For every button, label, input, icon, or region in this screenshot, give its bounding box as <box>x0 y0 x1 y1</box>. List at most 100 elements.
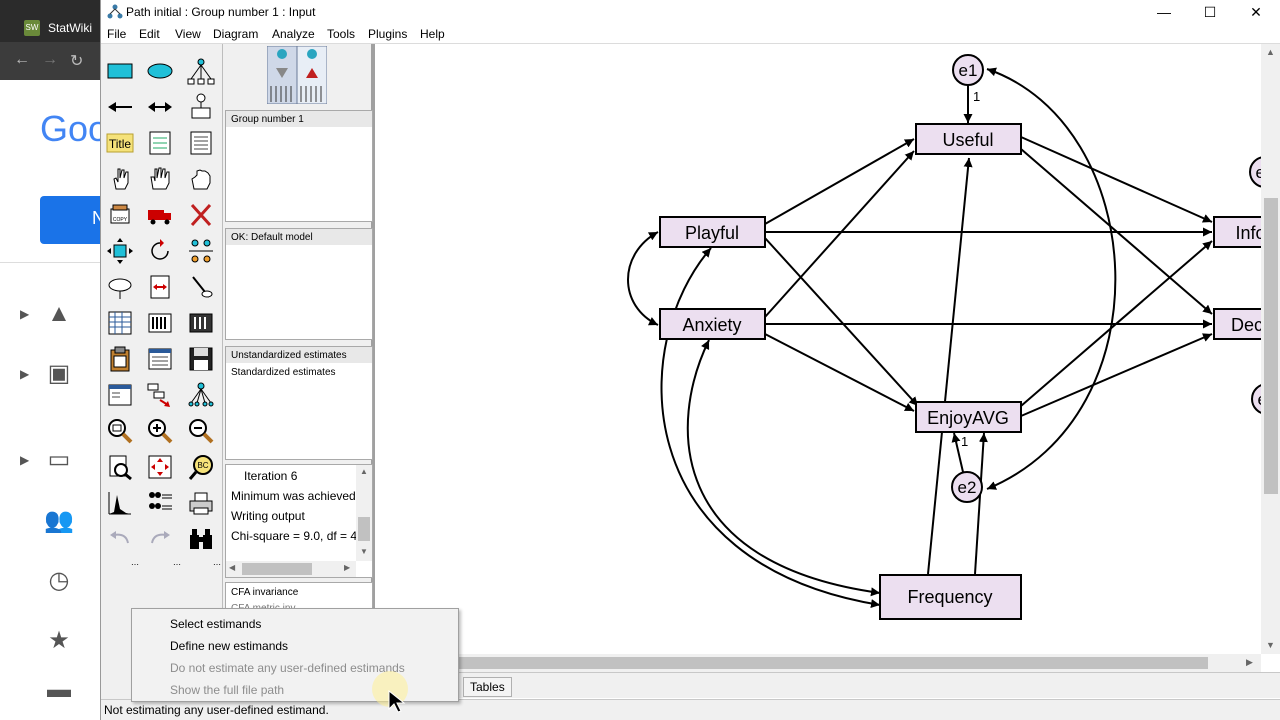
computers-icon[interactable]: ▭ <box>47 446 71 473</box>
shared-drive-icon[interactable]: ▣ <box>47 360 71 387</box>
print-icon[interactable] <box>186 488 216 518</box>
vertical-scroll-thumb[interactable] <box>1264 198 1278 494</box>
zoom-in-icon[interactable] <box>145 416 175 446</box>
scroll-down-icon[interactable]: ▼ <box>1266 640 1275 650</box>
horizontal-scroll-thumb[interactable] <box>458 657 1208 669</box>
menu-plugins[interactable]: Plugins <box>368 27 408 41</box>
save-diagram-icon[interactable] <box>186 344 216 374</box>
text-output-icon[interactable] <box>145 344 175 374</box>
drag-properties-icon[interactable] <box>145 380 175 410</box>
view-page-icon[interactable] <box>105 452 135 482</box>
reflect-indicators-icon[interactable] <box>186 236 216 266</box>
maximize-button[interactable]: ☐ <box>1203 4 1217 20</box>
resize-shape-icon[interactable] <box>105 236 135 266</box>
back-arrow-icon[interactable]: ← <box>14 51 30 68</box>
expand-arrow-icon[interactable]: ▶ <box>20 307 30 321</box>
select-one-hand-icon[interactable] <box>105 164 135 194</box>
menu-item-do-not-estimate[interactable]: Do not estimate any user-defined estiman… <box>170 661 405 675</box>
drive-icon[interactable]: ▲ <box>47 300 71 327</box>
list-variables-icon[interactable] <box>145 128 175 158</box>
unstandardized-estimates-item[interactable]: Unstandardized estimates <box>226 347 372 363</box>
standardized-estimates-item[interactable]: Standardized estimates <box>231 367 336 378</box>
select-data-file-icon[interactable] <box>105 308 135 338</box>
starred-icon[interactable]: ★ <box>48 627 70 654</box>
menu-item-select-estimands[interactable]: Select estimands <box>170 617 262 631</box>
erase-icon[interactable] <box>186 200 216 230</box>
draw-unobserved-icon[interactable] <box>145 56 175 86</box>
draw-observed-icon[interactable] <box>105 56 135 86</box>
menu-diagram[interactable]: Diagram <box>213 27 259 41</box>
minimize-button[interactable]: — <box>1157 4 1171 20</box>
forward-arrow-icon[interactable]: → <box>42 51 58 68</box>
cov-playful-frequency <box>660 247 881 608</box>
list-dataset-icon[interactable] <box>186 128 216 158</box>
move-parameters-icon[interactable] <box>105 272 135 302</box>
draw-latent-indicator-icon[interactable] <box>186 56 216 86</box>
zoom-out-icon[interactable] <box>186 416 216 446</box>
zoom-select-icon[interactable] <box>105 416 135 446</box>
log-vertical-scrollbar[interactable]: ▲ ▼ <box>356 465 372 561</box>
path-playful-enjoyavg <box>764 237 919 407</box>
toolbox-more-icon[interactable]: ⋯ <box>213 560 221 569</box>
group-item[interactable]: Group number 1 <box>226 111 372 127</box>
menu-edit[interactable]: Edit <box>139 27 160 41</box>
reload-icon[interactable]: ↻ <box>70 53 84 70</box>
scroll-right-icon[interactable]: ▶ <box>1246 657 1253 667</box>
loupe-icon[interactable]: BC <box>186 452 216 482</box>
browser-tab-bar[interactable]: SW StatWiki <box>0 0 102 42</box>
tab-tables[interactable]: Tables <box>463 677 512 697</box>
scroll-up-icon[interactable]: ▲ <box>1266 47 1275 57</box>
view-input-button[interactable] <box>267 46 297 104</box>
redo-icon[interactable] <box>145 524 175 554</box>
deselect-hand-icon[interactable] <box>186 164 216 194</box>
log-horizontal-scrollbar[interactable]: ◀ ▶ <box>226 561 356 577</box>
trash-icon[interactable]: ▬ <box>47 676 71 703</box>
undo-icon[interactable] <box>105 524 135 554</box>
toolbox-more-icon[interactable]: ⋯ <box>131 560 139 569</box>
menu-analyze[interactable]: Analyze <box>272 27 315 41</box>
expand-arrow-icon[interactable]: ▶ <box>20 367 30 381</box>
path-diagram-canvas[interactable]: Useful Playful Anxiety EnjoyAVG Frequenc… <box>378 44 1280 674</box>
rotate-indicators-icon[interactable] <box>145 236 175 266</box>
multiple-group-icon[interactable] <box>145 488 175 518</box>
title-tool-icon[interactable]: Title <box>105 128 135 158</box>
shared-with-me-icon[interactable]: 👥 <box>44 507 74 534</box>
close-button[interactable]: ✕ <box>1250 4 1262 20</box>
menu-help[interactable]: Help <box>420 27 445 41</box>
menu-item-define-new-estimands[interactable]: Define new estimands <box>170 639 289 653</box>
add-error-icon[interactable] <box>186 92 216 122</box>
menu-tools[interactable]: Tools <box>327 27 356 41</box>
bayesian-icon[interactable] <box>105 488 135 518</box>
toolbox-more-icon[interactable]: ⋯ <box>173 560 181 569</box>
menu-item-show-full-path[interactable]: Show the full file path <box>170 683 285 697</box>
specification-search-binoculars-icon[interactable] <box>186 524 216 554</box>
google-button[interactable]: N <box>40 196 102 244</box>
touch-up-icon[interactable] <box>186 272 216 302</box>
view-output-button[interactable] <box>297 46 327 104</box>
menu-view[interactable]: View <box>175 27 201 41</box>
analysis-properties-icon[interactable] <box>145 308 175 338</box>
preserve-symmetries-icon[interactable] <box>186 380 216 410</box>
drive-sidebar: ▶ ▲ ▶ ▣ ▶ ▭ 👥 ◷ ★ ▬ <box>0 262 102 720</box>
copy-diagram-clipboard-icon[interactable] <box>105 344 135 374</box>
browser-tab-title[interactable]: StatWiki <box>48 21 93 35</box>
single-arrow-icon[interactable] <box>105 92 135 122</box>
expand-arrow-icon[interactable]: ▶ <box>20 453 30 467</box>
fit-to-page-icon[interactable] <box>145 452 175 482</box>
calculate-estimates-icon[interactable] <box>186 308 216 338</box>
copy-object-icon[interactable]: COPY <box>105 200 135 230</box>
canvas-vertical-scrollbar[interactable]: ▲ ▼ <box>1261 44 1280 654</box>
plugin-item[interactable]: CFA invariance <box>231 587 299 598</box>
toolbox: Title COPY B <box>101 44 223 700</box>
model-item[interactable]: OK: Default model <box>226 229 372 245</box>
double-arrow-icon[interactable] <box>145 92 175 122</box>
canvas-horizontal-scrollbar[interactable]: ▶ <box>378 654 1261 672</box>
scroll-icon[interactable] <box>145 272 175 302</box>
select-all-hand-icon[interactable] <box>145 164 175 194</box>
menu-file[interactable]: File <box>107 27 127 41</box>
title-bar[interactable]: Path initial : Group number 1 : Input — … <box>101 0 1280 24</box>
move-object-truck-icon[interactable] <box>145 200 175 230</box>
var-decqual-label: DecQual <box>1231 315 1261 335</box>
recent-clock-icon[interactable]: ◷ <box>48 567 70 594</box>
object-properties-icon[interactable] <box>105 380 135 410</box>
